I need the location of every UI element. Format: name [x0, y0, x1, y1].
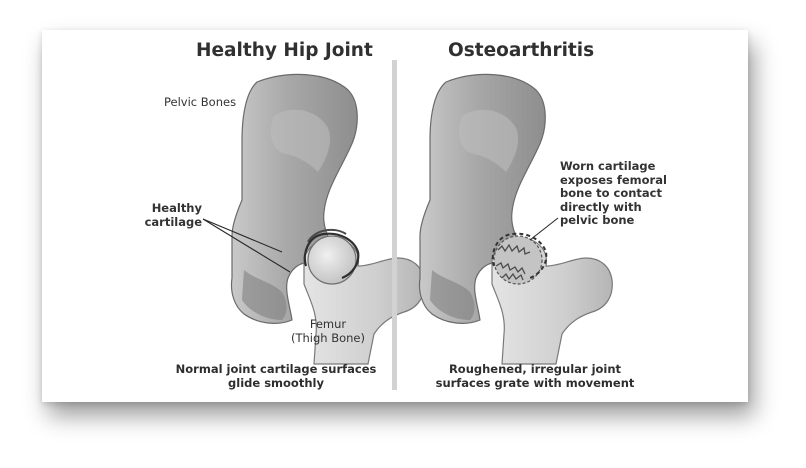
- healthy-cartilage-label-line2: cartilage: [130, 216, 202, 230]
- femur-label-line2: (Thigh Bone): [278, 332, 378, 346]
- annotation-line-3: bone to contact: [560, 187, 667, 201]
- annotation-line-2: exposes femoral: [560, 174, 667, 188]
- healthy-caption-line1: Normal joint cartilage surfaces: [158, 362, 394, 376]
- femur-label-line1: Femur: [278, 318, 378, 332]
- healthy-caption: Normal joint cartilage surfaces glide sm…: [158, 362, 394, 390]
- pelvic-bones-label: Pelvic Bones: [164, 96, 236, 110]
- oa-annotation-pointer: [530, 218, 558, 240]
- osteoarthritis-caption: Roughened, irregular joint surfaces grat…: [410, 362, 660, 390]
- osteoarthritis-title: Osteoarthritis: [448, 40, 594, 61]
- annotation-line-1: Worn cartilage: [560, 160, 667, 174]
- worn-cartilage-annotation: Worn cartilage exposes femoral bone to c…: [560, 160, 667, 228]
- osteoarthritis-caption-line2: surfaces grate with movement: [410, 376, 660, 390]
- diagram-card: Healthy Hip Joint Pelvic Bones Healthy c…: [42, 30, 748, 402]
- healthy-title: Healthy Hip Joint: [196, 40, 373, 61]
- osteoarthritis-caption-line1: Roughened, irregular joint: [410, 362, 660, 376]
- healthy-cartilage-label-line1: Healthy: [130, 202, 202, 216]
- healthy-cartilage-label: Healthy cartilage: [130, 202, 202, 229]
- femur-label: Femur (Thigh Bone): [278, 318, 378, 345]
- annotation-line-4: directly with: [560, 201, 667, 215]
- annotation-line-5: pelvic bone: [560, 214, 667, 228]
- healthy-caption-line2: glide smoothly: [158, 376, 394, 390]
- panel-divider: [392, 60, 397, 390]
- oa-femur-bone: [492, 234, 612, 364]
